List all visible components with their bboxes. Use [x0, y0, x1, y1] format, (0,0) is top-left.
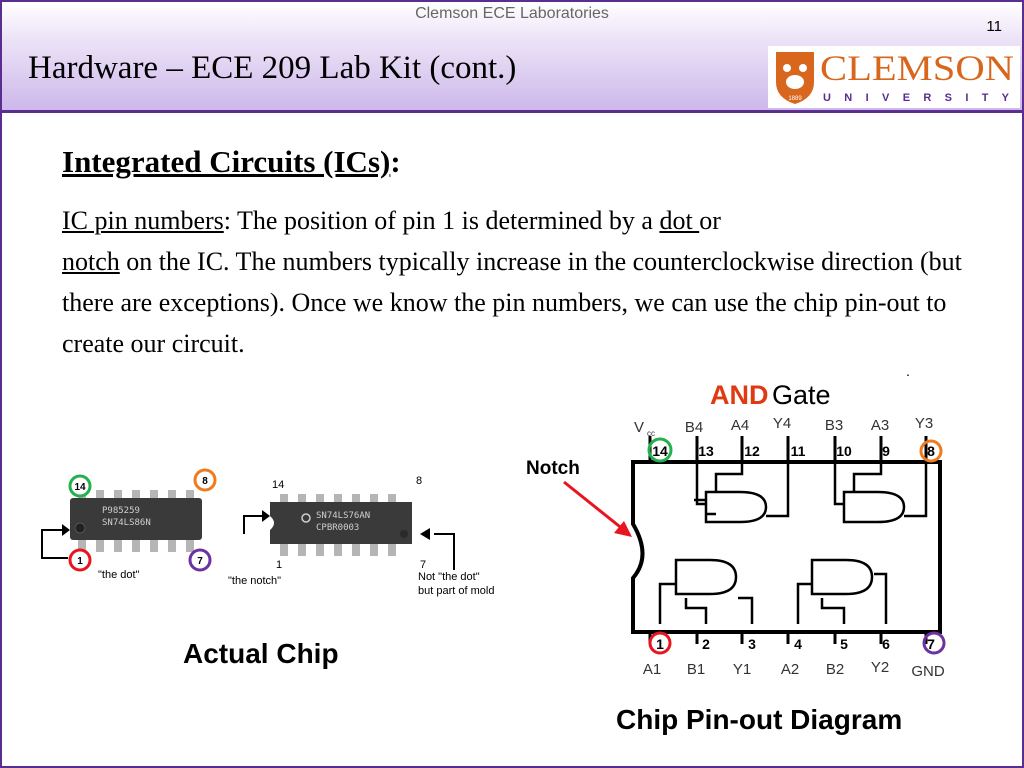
chip2-pin8: 8: [416, 475, 422, 487]
pin-name: A4: [731, 417, 749, 434]
arrow-head-icon: [614, 521, 632, 537]
notch-arrow: [563, 480, 625, 532]
pin1-highlight-icon: [68, 548, 92, 572]
notch-label: Notch: [526, 458, 580, 479]
body-text-3: on the IC. The numbers typically increas…: [62, 247, 962, 358]
pin-name: Y1: [733, 661, 751, 678]
pin-number: 4: [794, 636, 802, 652]
chip2-pin1: 1: [276, 559, 282, 571]
pin-name: Y4: [773, 415, 791, 432]
chip2-marking-1: SN74LS76AN: [316, 511, 370, 521]
pin7-circle-icon: [922, 631, 946, 655]
lab-title: Clemson ECE Laboratories: [415, 5, 609, 22]
actual-chip-caption: Actual Chip: [183, 638, 339, 669]
pin-number: 8: [927, 443, 935, 459]
top-pin-names: V cc B4 A4 Y4 B3 A3 Y3: [634, 415, 933, 438]
pin-name-sub: cc: [647, 429, 655, 438]
the-dot-label: "the dot": [98, 569, 140, 581]
page-number: 11: [986, 18, 1002, 35]
logo-wordmark: CLEMSON: [820, 48, 1014, 88]
pin-name: Y2: [871, 659, 889, 676]
chip2-marking-2: CPBR0003: [316, 523, 359, 533]
clemson-logo: 1889 CLEMSON U N I V E R S I T Y: [768, 46, 1020, 108]
slide-header: Clemson ECE Laboratories 11 Hardware – E…: [2, 2, 1022, 113]
diagram-title-and: AND: [710, 380, 769, 410]
mold-label-1: Not "the dot": [418, 571, 480, 583]
body-text-2: or: [699, 206, 721, 235]
chip-photo: P985259 SN74LS86N 14 8 1 7 "the dot" 14 …: [41, 468, 494, 597]
pin-number: 2: [702, 636, 710, 652]
pin-number: 1: [656, 636, 664, 652]
pin-name: B2: [826, 661, 844, 678]
pin14-circle-icon: [647, 437, 673, 463]
bottom-pin-names: A1 B1 Y1 A2 B2 Y2 GND: [643, 659, 945, 680]
chip-body: [631, 460, 942, 634]
mold-label-2: but part of mold: [418, 585, 494, 597]
tiger-paw-icon: 1889: [776, 52, 814, 104]
term-ic-pin-numbers: IC pin numbers: [62, 206, 224, 235]
logo-year: 1889: [788, 96, 802, 102]
pin-name: Y3: [915, 415, 933, 432]
pinout-diagram: AND Gate . V cc B4 A4 Y4 B3 A3 Y3 14 13 …: [526, 370, 946, 680]
chip2-pin14: 14: [272, 479, 284, 491]
pin8-circle-icon: [919, 439, 943, 463]
body-text-1: : The position of pin 1 is determined by…: [223, 206, 660, 235]
pin-number: 11: [791, 443, 806, 459]
pin-number: 6: [882, 636, 890, 652]
chip-with-dot: P985259 SN74LS86N 14 8 1 7 "the dot": [41, 468, 217, 581]
chip1-pin7: 7: [197, 556, 203, 567]
chip1-pin14: 14: [74, 482, 86, 493]
term-notch: notch: [62, 247, 120, 276]
chip1-pin8: 8: [202, 476, 208, 487]
heading-colon: :: [390, 144, 401, 179]
pinout-caption: Chip Pin-out Diagram: [616, 704, 903, 735]
pin-name: V: [634, 419, 644, 436]
chip-with-notch: 14 8 SN74LS76AN CPBR0003 1 7 "the notch"…: [228, 475, 494, 597]
the-notch-label: "the notch": [228, 575, 281, 587]
chip2-pin7: 7: [420, 559, 426, 571]
pin-number: 5: [840, 636, 848, 652]
term-dot: dot: [659, 206, 700, 235]
chip1-marking-2: SN74LS86N: [102, 518, 151, 528]
pin14-highlight-icon: [68, 474, 92, 498]
body-paragraph: IC pin numbers: The position of pin 1 is…: [62, 200, 962, 364]
pin1-circle-icon: [648, 631, 672, 655]
pin-number: 7: [927, 636, 935, 652]
pin-number: 13: [698, 443, 714, 459]
heading-text: Integrated Circuits (ICs): [62, 144, 391, 179]
chip1-marking-1: P985259: [102, 506, 140, 516]
pin-name: A2: [781, 661, 799, 678]
pin-name: B3: [825, 417, 843, 434]
pin-number: 10: [836, 443, 852, 459]
pin-number: 12: [744, 443, 760, 459]
section-heading: Integrated Circuits (ICs):: [62, 144, 401, 180]
pin-name: B4: [685, 419, 703, 436]
diagram-title-gate: Gate: [772, 380, 831, 410]
pin8-highlight-icon: [193, 468, 217, 492]
pin-number: 14: [652, 443, 668, 459]
slide-title: Hardware – ECE 209 Lab Kit (cont.): [28, 50, 517, 86]
pin-name: GND: [911, 663, 945, 680]
pin7-highlight-icon: [188, 548, 212, 572]
pin-number: 3: [748, 636, 756, 652]
pin-name: B1: [687, 661, 705, 678]
pin-name: A1: [643, 661, 661, 678]
chip1-pin1: 1: [77, 556, 83, 567]
logo-university: U N I V E R S I T Y: [823, 92, 1010, 104]
stray-dot: .: [906, 370, 910, 379]
pin-number: 9: [882, 443, 890, 459]
pin-name: A3: [871, 417, 889, 434]
